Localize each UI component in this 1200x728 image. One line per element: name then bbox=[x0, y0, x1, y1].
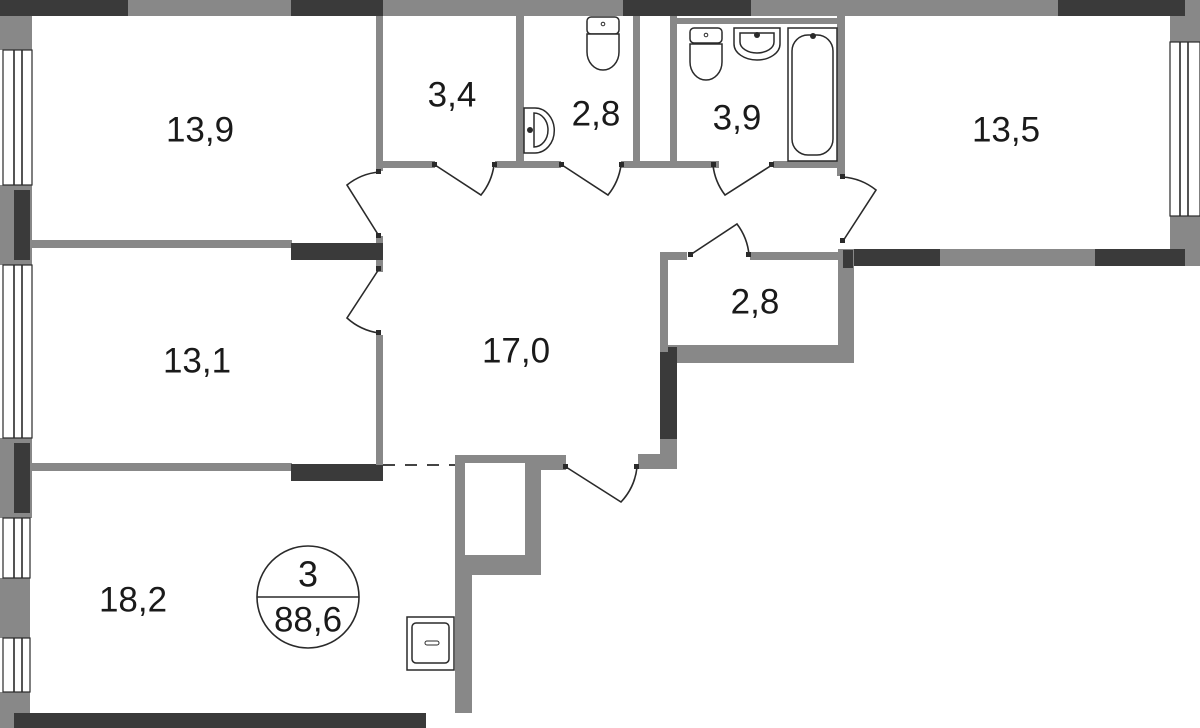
room-labels: 13,9 3,4 2,8 3,9 13,5 13,1 17,0 2,8 18,2 bbox=[99, 76, 1040, 620]
room-area-living-kitchen: 18,2 bbox=[99, 581, 167, 620]
sink-icon bbox=[733, 27, 781, 61]
window-left-3 bbox=[2, 517, 31, 579]
interior-walls bbox=[32, 16, 845, 481]
kitchen-sink-icon bbox=[406, 616, 455, 671]
window-left-1 bbox=[2, 49, 33, 186]
rooms-count: 3 bbox=[298, 554, 318, 595]
room-area-bathroom: 3,9 bbox=[713, 99, 762, 138]
room-area-bedroom-top-left: 13,9 bbox=[166, 111, 234, 150]
total-area: 88,6 bbox=[274, 601, 342, 640]
apartment-summary-badge: 3 88,6 bbox=[256, 545, 360, 649]
room-area-closet: 2,8 bbox=[731, 283, 780, 322]
door-storage[interactable] bbox=[432, 162, 497, 197]
bathtub-icon bbox=[787, 27, 838, 162]
window-left-2 bbox=[2, 264, 33, 439]
door-closet[interactable] bbox=[688, 222, 751, 257]
room-area-storage: 3,4 bbox=[428, 76, 477, 115]
fixtures bbox=[406, 16, 838, 671]
doors bbox=[345, 162, 878, 504]
door-bedroom-middle-left[interactable] bbox=[345, 266, 381, 335]
room-area-hallway: 17,0 bbox=[482, 332, 550, 371]
windows bbox=[2, 41, 1200, 693]
door-entrance[interactable] bbox=[563, 464, 639, 504]
room-area-wc: 2,8 bbox=[572, 95, 621, 134]
door-wc[interactable] bbox=[559, 162, 624, 197]
room-area-bedroom-middle-left: 13,1 bbox=[163, 342, 231, 381]
room-area-bedroom-top-right: 13,5 bbox=[972, 111, 1040, 150]
window-right bbox=[1169, 41, 1200, 217]
sink-icon bbox=[523, 107, 556, 154]
toilet-icon bbox=[586, 16, 620, 71]
door-bedroom-top-left[interactable] bbox=[345, 169, 381, 238]
window-left-4 bbox=[2, 637, 31, 693]
door-bedroom-top-right[interactable] bbox=[840, 174, 878, 243]
door-bathroom[interactable] bbox=[711, 162, 774, 197]
toilet-icon bbox=[689, 27, 723, 81]
